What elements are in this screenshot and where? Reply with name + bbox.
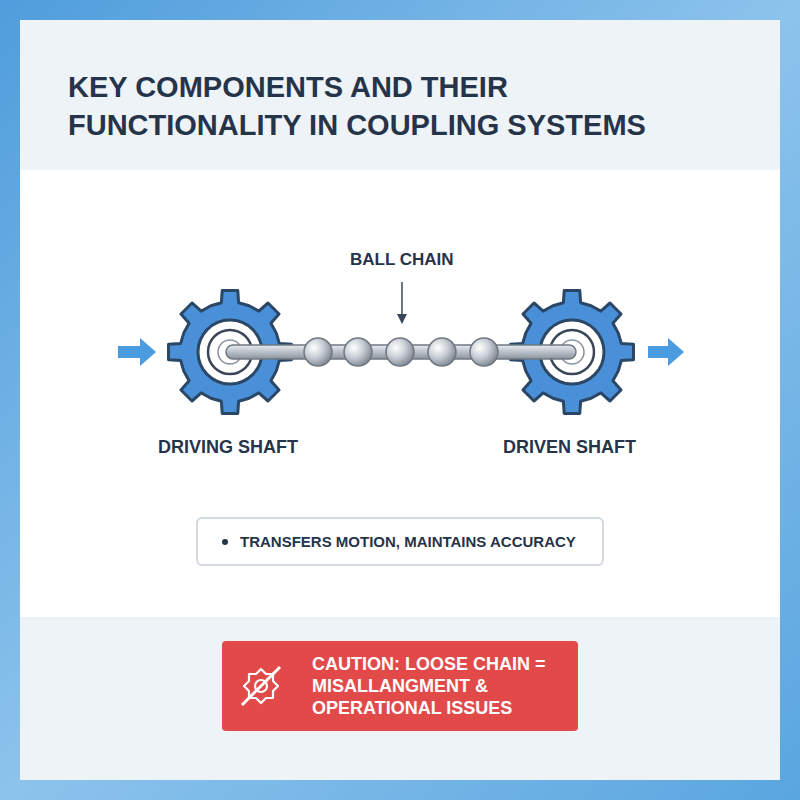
shaft-label: DRIVEN SHAFT: [503, 437, 636, 458]
leader-arrowhead: [397, 314, 407, 324]
bullet-dot: [222, 539, 228, 545]
caution-box: CAUTION: LOOSE CHAIN = MISALLANGMENT & O…: [222, 641, 578, 731]
part-label: BALL CHAIN: [350, 250, 454, 270]
shaft-label: DRIVING SHAFT: [158, 437, 298, 458]
diagram-title: KEY COMPONENTS AND THEIR FUNCTIONALITY I…: [68, 68, 668, 144]
leader-line: [401, 282, 403, 318]
output-arrow: [648, 338, 684, 366]
box-text: TRANSFERS MOTION, MAINTAINS ACCURACY: [240, 533, 576, 550]
chain-balls: [304, 338, 498, 366]
input-arrow: [118, 338, 156, 366]
note-box: TRANSFERS MOTION, MAINTAINS ACCURACY: [196, 517, 604, 566]
warning-icon: [236, 661, 286, 711]
box-text: CAUTION: LOOSE CHAIN = MISALLANGMENT & O…: [312, 653, 562, 719]
